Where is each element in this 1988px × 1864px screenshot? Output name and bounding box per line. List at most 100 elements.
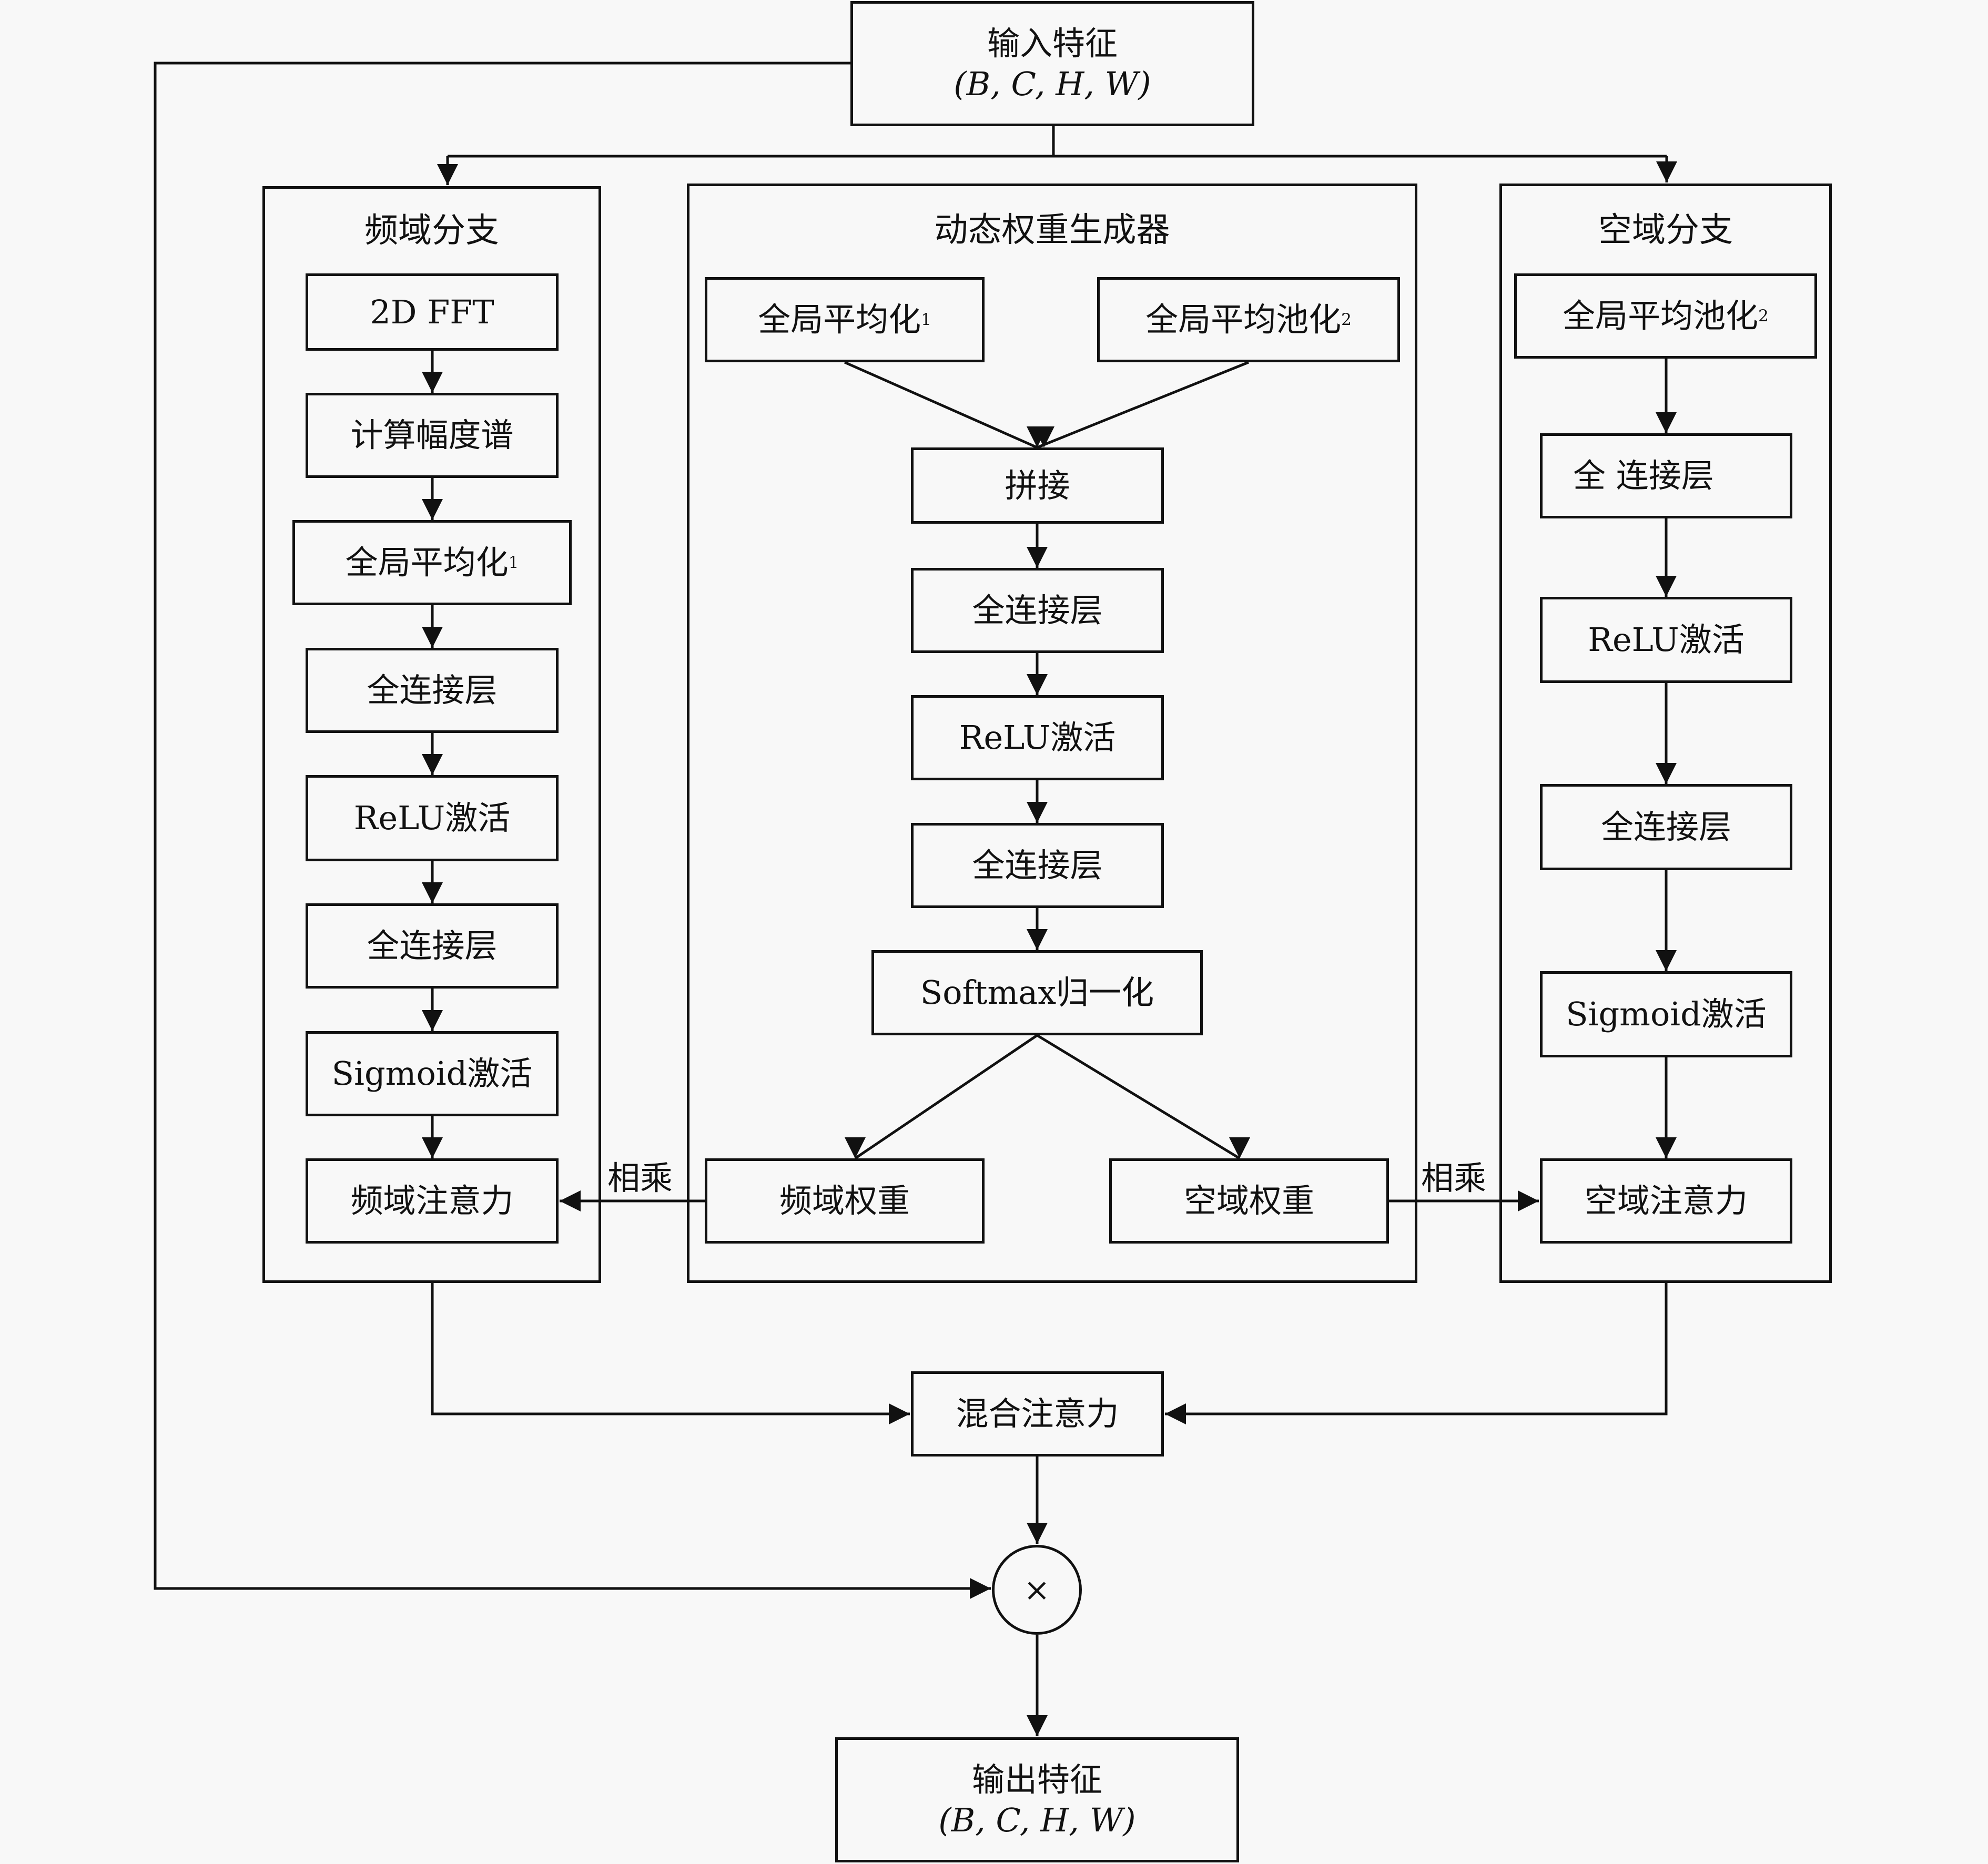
freq-step-label: ReLU激活: [353, 799, 511, 838]
arrowhead-icon: [1027, 674, 1048, 695]
arrowhead-icon: [422, 754, 443, 775]
multiply-label-left: 相乘: [607, 1159, 673, 1197]
arrowhead-icon: [1027, 1523, 1048, 1544]
arrowhead-icon: [1229, 1137, 1250, 1158]
input-shape: (B, C, H, W): [954, 65, 1151, 103]
sp-step-label: Sigmoid激活: [1566, 995, 1767, 1034]
multiply-icon: ×: [1023, 1571, 1050, 1608]
arrowhead-icon: [422, 499, 443, 520]
footnote-mark: 2: [1758, 306, 1769, 325]
wg-step-label: 全局平均化: [758, 300, 921, 339]
freq-step-label: 2D FFT: [370, 292, 494, 331]
mixed-attention-box: 混合注意力: [911, 1371, 1164, 1456]
freq-step-sigmoid: Sigmoid激活: [306, 1031, 559, 1116]
wg-step-label: 频域权重: [779, 1181, 910, 1220]
wg-fc1: 全连接层: [911, 568, 1164, 653]
input-features-box: 输入特征 (B, C, H, W): [850, 1, 1254, 126]
arrowhead-icon: [1656, 1137, 1677, 1158]
freq-step-label: Sigmoid激活: [331, 1054, 533, 1093]
mix-label: 混合注意力: [956, 1394, 1119, 1433]
arrowhead-icon: [1656, 412, 1677, 433]
arrowhead-icon: [1027, 802, 1048, 823]
wg-step-label: 全局平均池化: [1145, 300, 1342, 339]
sp-step-label: 全局平均池化: [1563, 297, 1759, 335]
arrowhead-icon: [1518, 1190, 1539, 1211]
arrowhead-icon: [1027, 1715, 1048, 1736]
connector-line: [431, 1283, 910, 1415]
input-title: 输入特征: [987, 24, 1118, 63]
freq-weight-box: 频域权重: [705, 1158, 985, 1244]
multiply-label-right: 相乘: [1421, 1159, 1487, 1197]
connector-line: [844, 361, 1038, 449]
sp-step-label: 空域注意力: [1584, 1181, 1748, 1220]
arrowhead-icon: [1656, 950, 1677, 971]
connector-line: [854, 1034, 1038, 1160]
freq-step-fc2: 全连接层: [306, 903, 559, 989]
arrowhead-icon: [437, 164, 458, 185]
connector-line: [1036, 1034, 1241, 1160]
spatial-branch-title: 空域分支: [1598, 211, 1733, 250]
sp-relu: ReLU激活: [1540, 597, 1792, 683]
footnote-mark: 2: [1341, 310, 1352, 329]
arrowhead-icon: [1027, 547, 1048, 568]
freq-step-label: 全连接层: [367, 671, 498, 710]
arrowhead-icon: [1165, 1403, 1186, 1424]
sp-fc2: 全连接层: [1540, 784, 1792, 870]
freq-step-label: 计算幅度谱: [350, 416, 514, 455]
freq-step-label: 全局平均化: [345, 543, 509, 582]
wg-fc2: 全连接层: [911, 823, 1164, 908]
sp-sigmoid: Sigmoid激活: [1540, 971, 1792, 1057]
footnote-mark: 1: [508, 553, 519, 572]
sp-step-label: 全连接层: [1600, 808, 1731, 847]
connector-line: [1037, 361, 1249, 449]
arrowhead-icon: [560, 1190, 581, 1211]
connector-line: [154, 62, 991, 1590]
wg-step-label: 拼接: [1005, 466, 1070, 505]
frequency-branch-title: 频域分支: [364, 211, 499, 250]
sp-fc1: 全 连接层: [1540, 433, 1792, 518]
freq-step-label: 频域注意力: [350, 1181, 514, 1220]
output-shape: (B, C, H, W): [938, 1801, 1136, 1839]
spatial-branch-panel: 空域分支: [1499, 184, 1832, 1283]
dynamic-weight-generator-panel: 动态权重生成器: [687, 184, 1417, 1283]
arrowhead-icon: [1656, 763, 1677, 784]
spatial-attention-box: 空域注意力: [1540, 1158, 1792, 1244]
wg-softmax: Softmax归一化: [871, 950, 1203, 1035]
arrowhead-icon: [1027, 929, 1048, 950]
arrowhead-icon: [845, 1137, 866, 1158]
arrowhead-icon: [422, 882, 443, 903]
wg-step-label: 全连接层: [972, 591, 1103, 630]
wg-step-label: 空域权重: [1183, 1181, 1314, 1220]
arrowhead-icon: [422, 1010, 443, 1031]
output-title: 输出特征: [971, 1760, 1102, 1799]
wg-step-label: 全连接层: [972, 846, 1103, 885]
wg-concat: 拼接: [911, 447, 1164, 524]
arrowhead-icon: [1656, 161, 1677, 182]
freq-step-2d-fft: 2D FFT: [306, 273, 559, 351]
arrowhead-icon: [422, 627, 443, 648]
output-features-box: 输出特征 (B, C, H, W): [835, 1737, 1239, 1862]
freq-step-label: 全连接层: [367, 926, 498, 965]
arrowhead-icon: [889, 1403, 910, 1424]
arrowhead-icon: [422, 372, 443, 393]
footnote-mark: 1: [921, 310, 931, 329]
spatial-weight-box: 空域权重: [1109, 1158, 1389, 1244]
connector-line: [1165, 1283, 1668, 1415]
freq-step-fc1: 全连接层: [306, 648, 559, 733]
freq-attention-box: 频域注意力: [306, 1158, 559, 1244]
arrowhead-icon: [970, 1578, 991, 1599]
weight-generator-title: 动态权重生成器: [934, 211, 1170, 250]
wg-step-label: Softmax归一化: [920, 973, 1154, 1012]
sp-step-label: ReLU激活: [1588, 620, 1744, 659]
wg-step-label: ReLU激活: [959, 718, 1116, 757]
freq-step-magnitude: 计算幅度谱: [306, 393, 559, 478]
sp-step-label: 全 连接层: [1573, 456, 1714, 495]
arrowhead-icon: [422, 1137, 443, 1158]
wg-relu: ReLU激活: [911, 695, 1164, 780]
multiply-node: ×: [992, 1545, 1082, 1635]
